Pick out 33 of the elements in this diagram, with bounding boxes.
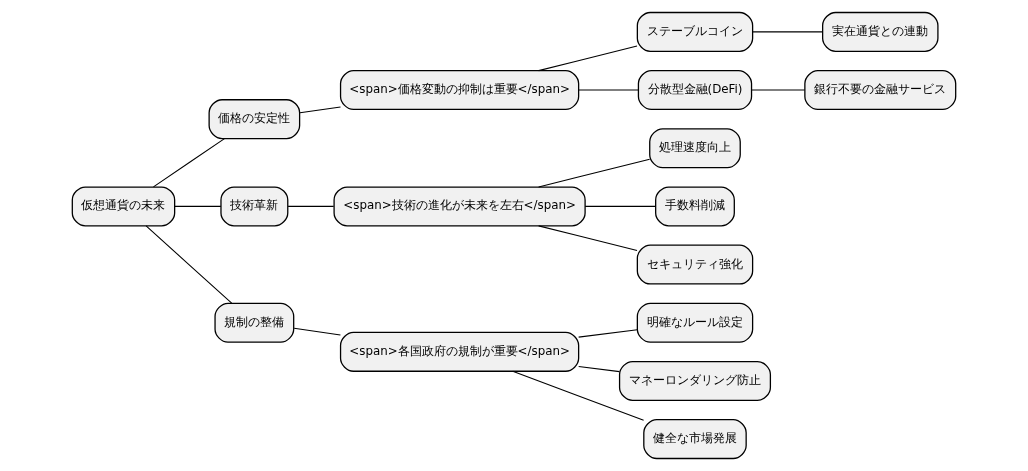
node-box: 処理速度向上 (649, 128, 741, 169)
connector (584, 205, 657, 207)
node-box: 規制の整備 (214, 302, 295, 343)
connector (174, 205, 222, 207)
node-box: <span>各国政府の規制が重要</span> (339, 331, 580, 372)
node-box: ステーブルコイン (636, 11, 754, 52)
connector (538, 45, 638, 72)
connector (752, 31, 824, 33)
connector (145, 225, 233, 304)
connector (512, 370, 645, 421)
node-box: 明確なルール設定 (636, 302, 754, 343)
node-box: 仮想通貨の未来 (71, 186, 176, 227)
connector (538, 225, 638, 251)
node-box: 実在通貨との連動 (822, 11, 939, 52)
node-box: 手数料削減 (655, 186, 735, 227)
connector (578, 89, 639, 91)
connector (538, 158, 651, 188)
connector (293, 327, 341, 336)
node-box: <span>価格変動の抑制は重要</span> (339, 70, 580, 111)
node-box: 分散型金融(DeFi) (637, 70, 753, 111)
node-box: 技術革新 (220, 186, 289, 227)
connector (299, 106, 342, 114)
node-box: マネーロンダリング防止 (618, 360, 772, 401)
connector (287, 205, 335, 207)
node-box: 健全な市場発展 (643, 419, 747, 460)
node-box: <span>技術の進化が未来を左右</span> (333, 186, 586, 227)
connector (578, 366, 620, 373)
node-box: セキュリティ強化 (636, 244, 754, 285)
connector (751, 89, 806, 91)
connector (578, 329, 638, 338)
node-box: 価格の安定性 (208, 99, 301, 140)
connector (152, 138, 226, 188)
node-box: 銀行不要の金融サービス (804, 70, 957, 111)
